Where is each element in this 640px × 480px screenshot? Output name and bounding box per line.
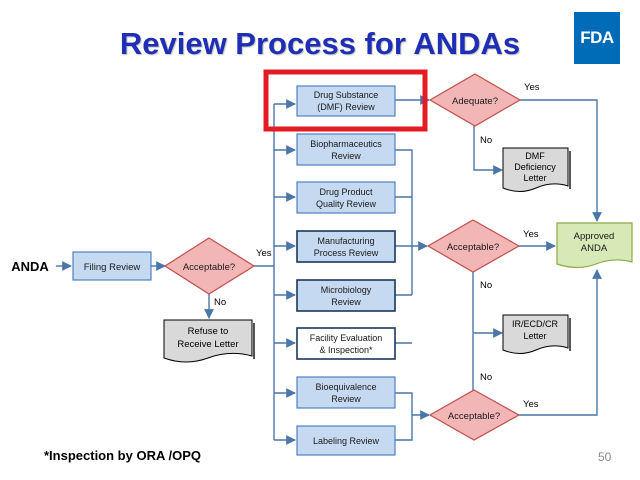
slide-title: Review Process for ANDAs: [119, 26, 521, 61]
node-bioequivalence: Bioequivalence Review: [296, 376, 396, 409]
node-facility: Facility Evaluation & Inspection*: [296, 327, 396, 360]
page-number: 50: [598, 450, 612, 464]
label-no-1: No: [214, 297, 226, 308]
node-drug-substance: Drug Substance (DMF) Review: [296, 85, 396, 117]
node-dmf-letter: DMF Deficiency Letter: [502, 147, 571, 192]
line-right-bus: [395, 149, 413, 244]
arrow-acceptable-3-yes-to-approved: [519, 269, 602, 416]
arrow-acceptable-2-no-to-ir-letter: [472, 270, 503, 338]
connectors: [56, 95, 602, 445]
manufacturing-line-1: Manufacturing: [317, 236, 374, 246]
label-yes-1: Yes: [256, 248, 272, 259]
node-acceptable-2: Acceptable?: [426, 219, 521, 273]
node-anda: ANDA: [11, 259, 49, 274]
arrow-adequate-yes-to-approved: [520, 99, 602, 222]
bioequivalence-line-1: Bioequivalence: [315, 382, 376, 392]
node-acceptable-3: Acceptable?: [428, 389, 521, 441]
node-biopharmaceutics: Biopharmaceutics Review: [296, 133, 396, 166]
acceptable-3-label: Acceptable?: [448, 411, 500, 422]
node-labeling: Labeling Review: [296, 425, 396, 456]
manufacturing-line-2: Process Review: [314, 248, 379, 258]
label-no-3: No: [480, 372, 492, 383]
footnote: *Inspection by ORA /OPQ: [44, 448, 201, 463]
labeling-label: Labeling Review: [313, 436, 380, 446]
line-bio-labeling-bus: [395, 392, 413, 441]
node-manufacturing: Manufacturing Process Review: [296, 230, 396, 263]
biopharmaceutics-line-1: Biopharmaceutics: [310, 139, 382, 149]
ir-letter-line-2: Letter: [523, 331, 546, 341]
node-refuse-letter: Refuse to Receive Letter: [163, 319, 255, 363]
ir-letter-line-1: IR/ECD/CR: [512, 319, 559, 329]
node-drug-product: Drug Product Quality Review: [296, 181, 396, 214]
approved-line-2: ANDA: [581, 243, 608, 254]
dmf-letter-line-2: Deficiency: [514, 162, 556, 172]
refuse-letter-line-2: Receive Letter: [177, 339, 238, 350]
microbiology-line-1: Microbiology: [321, 285, 372, 295]
dmf-letter-line-1: DMF: [525, 151, 545, 161]
label-no-2: No: [480, 280, 492, 291]
node-adequate: Adequate?: [428, 73, 522, 127]
bioequivalence-line-2: Review: [331, 394, 361, 404]
label-no-adequate: No: [480, 135, 492, 146]
label-yes-3: Yes: [523, 399, 539, 410]
acceptable-1-label: Acceptable?: [183, 262, 235, 273]
node-ir-letter: IR/ECD/CR Letter: [502, 314, 571, 354]
facility-line-1: Facility Evaluation: [310, 333, 383, 343]
drug-substance-line-1: Drug Substance: [314, 90, 379, 100]
microbiology-line-2: Review: [331, 297, 361, 307]
refuse-letter-line-1: Refuse to: [188, 326, 229, 337]
label-yes-2: Yes: [523, 229, 539, 240]
adequate-label: Adequate?: [452, 96, 498, 107]
label-yes-adequate: Yes: [524, 82, 540, 93]
fda-logo: FDA: [574, 12, 620, 64]
node-filing-review: Filing Review: [72, 251, 152, 281]
drug-product-line-1: Drug Product: [319, 187, 373, 197]
acceptable-2-label: Acceptable?: [447, 242, 499, 253]
highlight-box: [263, 69, 428, 132]
facility-line-2: & Inspection*: [319, 345, 373, 355]
biopharmaceutics-line-2: Review: [331, 151, 361, 161]
filing-review-label: Filing Review: [84, 262, 141, 273]
node-acceptable-1: Acceptable?: [163, 237, 256, 295]
drug-product-line-2: Quality Review: [316, 199, 377, 209]
node-approved: Approved ANDA: [556, 222, 633, 269]
node-microbiology: Microbiology Review: [296, 279, 396, 312]
dmf-letter-line-3: Letter: [523, 173, 546, 183]
drug-substance-line-2: (DMF) Review: [317, 102, 375, 112]
arrow-adequate-no-to-dmf-letter: [473, 125, 503, 175]
approved-line-1: Approved: [574, 231, 615, 242]
